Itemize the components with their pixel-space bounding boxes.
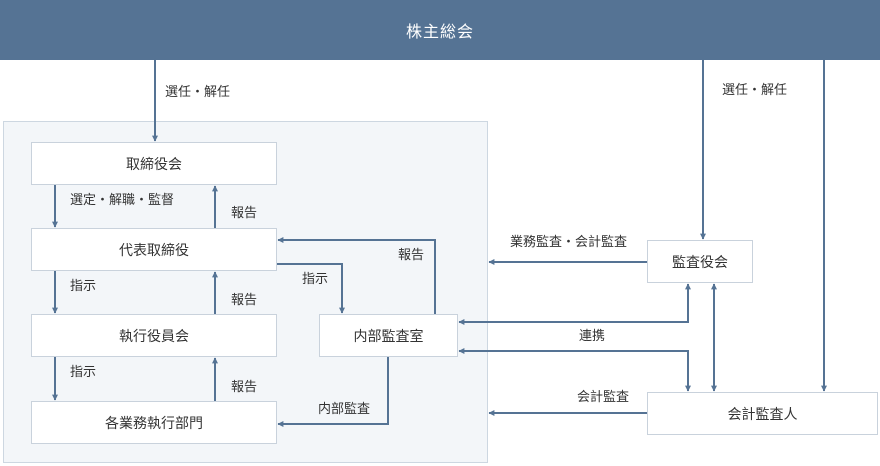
label-select-dismiss-supervise: 選定・解職・監督: [70, 193, 175, 208]
board-of-directors-box: 取締役会: [31, 142, 277, 185]
arrow-instruct-internal: [277, 263, 345, 314]
label-instruct-1: 指示: [70, 279, 97, 294]
internal-audit-office-box: 内部監査室: [319, 314, 458, 357]
label-business-accounting-audit: 業務監査・会計監査: [510, 235, 628, 250]
executive-committee-box: 執行役員会: [31, 314, 277, 357]
representative-director-label: 代表取締役: [119, 242, 189, 259]
label-report-2: 報告: [231, 293, 258, 308]
arrow-internal-audit: [277, 357, 389, 427]
arrow-coop-audit-board: [458, 283, 691, 325]
representative-director-box: 代表取締役: [31, 228, 277, 271]
internal-audit-office-label: 内部監査室: [353, 328, 424, 345]
label-accounting-audit: 会計監査: [577, 390, 630, 405]
arrow-coop-accounting-auditor: [458, 348, 691, 392]
label-elect-dismiss-left: 選任・解任: [165, 85, 231, 100]
label-report-1: 報告: [231, 206, 258, 221]
arrow-report-internal: [277, 237, 436, 314]
audit-board-box: 監査役会: [647, 240, 753, 283]
shareholders-meeting-header: 株主総会: [0, 0, 880, 60]
business-departments-box: 各業務執行部門: [31, 401, 277, 444]
label-instruct-2: 指示: [70, 365, 97, 380]
label-internal-audit-flow: 内部監査: [318, 402, 371, 417]
label-cooperation: 連携: [579, 329, 606, 344]
accounting-auditor-label: 会計監査人: [727, 406, 798, 423]
header-title: 株主総会: [405, 22, 474, 41]
business-departments-label: 各業務執行部門: [105, 415, 203, 432]
label-report-internal: 報告: [398, 248, 425, 263]
audit-board-label: 監査役会: [672, 254, 728, 271]
executive-committee-label: 執行役員会: [119, 328, 189, 345]
label-instruct-internal: 指示: [302, 272, 329, 287]
label-report-3: 報告: [231, 380, 258, 395]
accounting-auditor-box: 会計監査人: [647, 392, 878, 435]
label-elect-dismiss-right: 選任・解任: [722, 83, 788, 98]
board-of-directors-label: 取締役会: [126, 156, 182, 173]
